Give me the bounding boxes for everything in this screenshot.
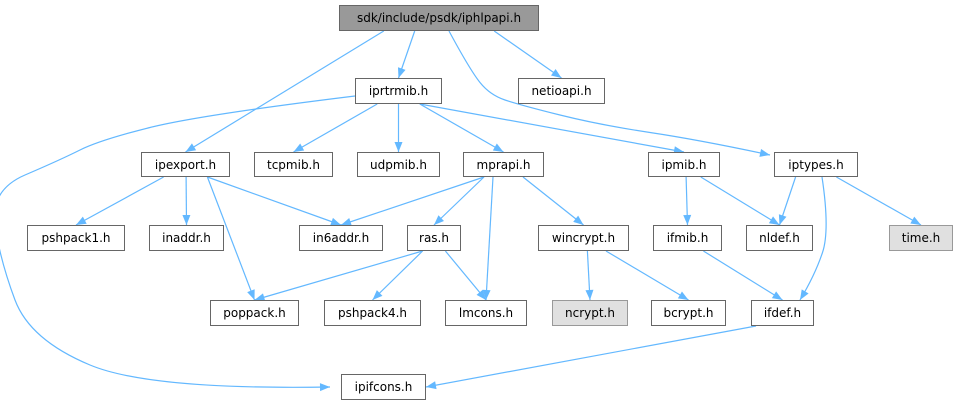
edge-iprtrmib-to-ipmib	[419, 103, 685, 155]
node-udpmib[interactable]: udpmib.h	[357, 152, 440, 177]
edge-root-to-iprtrmib	[397, 30, 416, 79]
edge-iptypes-to-nldef	[778, 176, 797, 226]
node-ncrypt: ncrypt.h	[552, 300, 628, 326]
edge-ifdef-to-ipifcons	[425, 325, 757, 390]
node-bcrypt[interactable]: bcrypt.h	[651, 300, 726, 326]
node-iprtrmib[interactable]: iprtrmib.h	[355, 78, 442, 104]
edge-iprtrmib-to-mprapi	[419, 103, 504, 153]
edge-iptypes-to-ifdef	[799, 176, 827, 301]
edge-ipexport-to-inaddr	[182, 176, 191, 226]
node-mprapi[interactable]: mprapi.h	[463, 152, 544, 177]
edge-ipexport-to-pshpack1	[75, 176, 164, 226]
edge-root-to-iptypes	[448, 30, 771, 157]
edge-wincrypt-to-ncrypt	[585, 250, 594, 301]
node-ipexport[interactable]: ipexport.h	[141, 152, 230, 177]
edge-iprtrmib-to-udpmib	[394, 104, 403, 152]
edge-root-to-netioapi	[493, 30, 562, 79]
edge-root-to-ipexport	[185, 30, 385, 153]
edge-ipmib-to-nldef	[700, 176, 780, 226]
edge-ipexport-to-poppack	[206, 176, 256, 301]
node-netioapi[interactable]: netioapi.h	[518, 78, 605, 104]
edge-mprapi-to-wincrypt	[522, 176, 584, 226]
edge-iprtrmib-to-ipifcons	[0, 95, 356, 392]
node-poppack[interactable]: poppack.h	[210, 300, 299, 326]
node-ras[interactable]: ras.h	[407, 225, 461, 251]
node-ipifcons[interactable]: ipifcons.h	[341, 374, 426, 400]
node-time: time.h	[889, 225, 953, 251]
node-root: sdk/include/psdk/iphlpapi.h	[339, 5, 539, 31]
node-pshpack4[interactable]: pshpack4.h	[324, 300, 421, 326]
node-ifdef[interactable]: ifdef.h	[751, 300, 814, 326]
node-ipmib[interactable]: ipmib.h	[648, 152, 720, 177]
edge-ras-to-poppack	[254, 250, 423, 302]
node-nldef[interactable]: nldef.h	[746, 225, 813, 251]
node-wincrypt[interactable]: wincrypt.h	[538, 225, 629, 251]
edge-ifmib-to-ifdef	[703, 250, 783, 301]
node-pshpack1[interactable]: pshpack1.h	[27, 225, 125, 251]
edge-ras-to-lmcons	[444, 250, 487, 301]
node-ifmib[interactable]: ifmib.h	[653, 225, 722, 251]
edge-ras-to-pshpack4	[372, 250, 424, 301]
edge-ipmib-to-ifmib	[683, 176, 692, 226]
edge-mprapi-to-ras	[433, 176, 485, 226]
edge-iprtrmib-to-tcpmib	[293, 103, 378, 153]
edge-wincrypt-to-bcrypt	[605, 250, 689, 301]
edge-mprapi-to-lmcons	[482, 176, 494, 301]
edge-mprapi-to-in6addr	[340, 176, 485, 226]
edge-iptypes-to-time	[836, 176, 922, 226]
node-tcpmib[interactable]: tcpmib.h	[254, 152, 333, 177]
node-lmcons[interactable]: lmcons.h	[445, 300, 527, 326]
node-iptypes[interactable]: iptypes.h	[774, 152, 858, 177]
edge-ipexport-to-in6addr	[207, 176, 342, 226]
node-in6addr[interactable]: in6addr.h	[299, 225, 383, 251]
node-inaddr[interactable]: inaddr.h	[149, 225, 224, 251]
